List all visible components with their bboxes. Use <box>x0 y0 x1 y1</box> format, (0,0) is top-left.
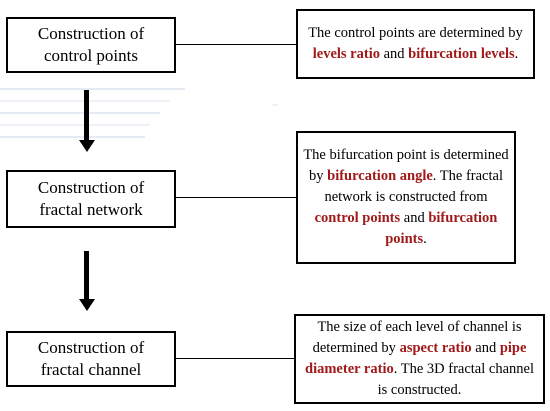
connector-line <box>176 197 296 198</box>
flow-arrow-shaft <box>84 251 89 299</box>
faint-artifact <box>272 104 278 106</box>
step-label-line2: control points <box>44 46 138 65</box>
step-box-fractal-channel: Construction of fractal channel <box>6 331 176 387</box>
faint-artifact <box>0 136 145 138</box>
faint-artifact <box>0 88 185 90</box>
flow-arrow-head <box>78 140 95 152</box>
step-label-line2: fractal network <box>39 200 143 219</box>
note-text: The size of each level of channel is det… <box>312 319 522 356</box>
highlight-term: control points <box>314 210 401 226</box>
highlight-term: levels ratio <box>312 46 380 62</box>
note-box-fractal-network: The bifurcation point is determined by b… <box>296 131 516 264</box>
step-label-line1: Construction of <box>37 24 145 43</box>
note-text: . <box>423 231 427 247</box>
note-box-control-points: The control points are determined by lev… <box>296 9 535 79</box>
note-text: and <box>379 46 409 62</box>
note-text: . The 3D fractal channel is constructed. <box>377 361 534 398</box>
connector-line <box>176 44 296 45</box>
flow-arrow-shaft <box>84 90 89 140</box>
flow-arrow-head <box>78 299 95 311</box>
note-box-fractal-channel: The size of each level of channel is det… <box>294 314 545 404</box>
highlight-term: aspect ratio <box>399 340 472 356</box>
note-text: and <box>471 340 500 356</box>
connector-line <box>176 358 294 359</box>
highlight-term: bifurcation points <box>385 210 498 247</box>
highlight-term: pipe diameter ratio <box>305 340 527 377</box>
faint-artifact <box>0 112 160 114</box>
note-text: and <box>400 210 429 226</box>
note-text: . <box>514 46 519 62</box>
note-text: . The fractal network is constructed fro… <box>324 168 503 205</box>
highlight-term: bifurcation levels <box>408 46 515 62</box>
highlight-term: bifurcation angle <box>327 168 433 184</box>
step-label-line2: fractal channel <box>40 360 142 379</box>
note-text: The control points are determined by <box>308 25 523 41</box>
step-label-line1: Construction of <box>37 178 145 197</box>
faint-artifact <box>0 124 150 126</box>
step-box-fractal-network: Construction of fractal network <box>6 170 176 228</box>
step-box-control-points: Construction of control points <box>6 17 176 73</box>
note-text: The bifurcation point is determined by <box>303 147 509 184</box>
step-label-line1: Construction of <box>37 338 145 357</box>
